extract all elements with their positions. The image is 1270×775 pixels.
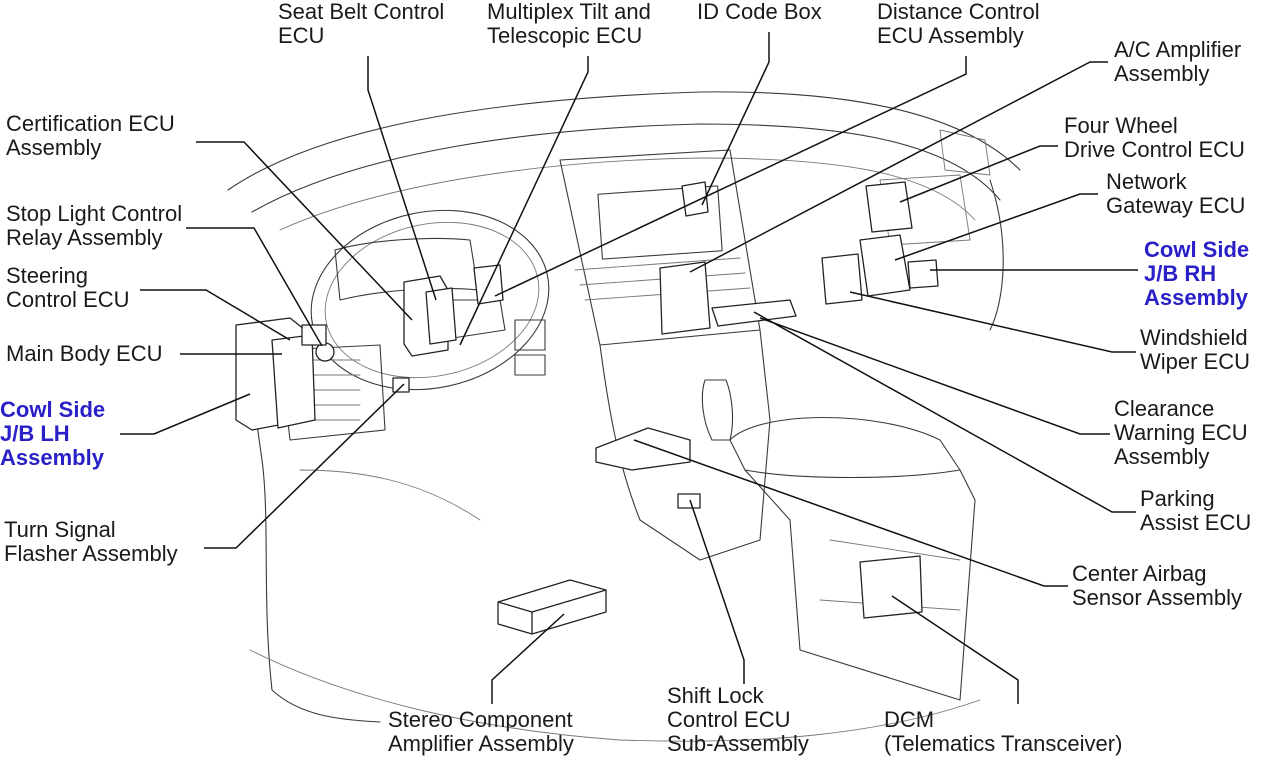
- leader-turn-signal: [204, 383, 405, 549]
- dash-top-inner: [251, 123, 1001, 213]
- label-parking-assist-ecu: Parking Assist ECU: [1140, 486, 1252, 535]
- shift-lever: [701, 379, 734, 441]
- center-vent-switches: [514, 319, 546, 376]
- rh-edge: [989, 179, 1004, 331]
- label-distance-control-ecu: Distance Control ECU Assembly: [877, 0, 1040, 48]
- label-four-wheel-drive-ecu: Four Wheel Drive Control ECU: [1064, 113, 1245, 162]
- label-center-airbag-sensor: Center Airbag Sensor Assembly: [1072, 561, 1242, 610]
- label-network-gateway-ecu: Network Gateway ECU: [1106, 169, 1246, 218]
- leader-dcm: [891, 595, 1019, 704]
- four-wheel-drive-ecu-component: [865, 181, 913, 233]
- rear-console: [744, 469, 976, 701]
- label-shift-lock-control-ecu: Shift Lock Control ECU Sub-Assembly: [667, 683, 809, 756]
- leader-stop-light: [186, 227, 323, 347]
- leader-cowl-lh: [120, 393, 251, 435]
- leader-id-code: [701, 32, 770, 206]
- label-clearance-warning-ecu: Clearance Warning ECU Assembly: [1114, 396, 1248, 469]
- leader-parking: [753, 311, 1136, 513]
- cowl-jb-rh-component: [907, 259, 939, 289]
- leader-center-airbag: [633, 439, 1068, 587]
- floor-line: [249, 649, 981, 742]
- steering-wheel-inner: [324, 221, 540, 379]
- label-stereo-component-amplifier: Stereo Component Amplifier Assembly: [388, 707, 574, 756]
- label-seat-belt-control-ecu: Seat Belt Control ECU: [278, 0, 445, 48]
- dash-pad: [279, 157, 976, 231]
- label-windshield-wiper-ecu: Windshield Wiper ECU: [1140, 325, 1251, 374]
- ac-amplifier-component: [659, 261, 711, 335]
- turn-signal-flasher-component: [392, 377, 410, 393]
- rh-side-vent: [939, 129, 991, 176]
- stereo-amplifier-edges: [497, 589, 607, 634]
- label-ac-amplifier: A/C Amplifier Assembly: [1114, 37, 1242, 86]
- main-body-ecu-component: [271, 334, 316, 429]
- label-dcm-telematics: DCM (Telematics Transceiver): [884, 707, 1123, 756]
- leader-stereo: [491, 613, 565, 704]
- label-cowl-side-jb-rh: Cowl Side J/B RH Assembly: [1144, 237, 1250, 310]
- stop-light-relay-component: [315, 342, 335, 362]
- leader-windshield: [849, 291, 1136, 353]
- leader-network-gw: [894, 193, 1098, 261]
- windshield-wiper-ecu-component: [821, 253, 863, 305]
- navigation-screen: [597, 185, 723, 260]
- dcm-component: [859, 555, 923, 619]
- label-turn-signal-flasher: Turn Signal Flasher Assembly: [4, 517, 178, 566]
- label-cowl-side-jb-lh: Cowl Side J/B LH Assembly: [0, 397, 106, 470]
- label-multiplex-tilt-telescopic-ecu: Multiplex Tilt and Telescopic ECU: [487, 0, 651, 48]
- label-certification-ecu: Certification ECU Assembly: [6, 111, 175, 160]
- floor-left: [299, 469, 481, 521]
- console-bracket-component: [711, 299, 797, 327]
- armrest: [729, 416, 961, 479]
- leader-certification: [196, 141, 413, 321]
- label-steering-control-ecu: Steering Control ECU: [6, 263, 130, 312]
- leader-steering: [140, 289, 291, 341]
- leader-ac-amp: [689, 61, 1108, 273]
- leader-seat-belt: [367, 56, 437, 301]
- label-id-code-box: ID Code Box: [697, 0, 822, 24]
- seat-belt-ecu-component: [425, 287, 457, 345]
- leader-clearance: [759, 317, 1110, 435]
- center-airbag-sensor-component: [595, 427, 691, 471]
- steering-control-ecu-component: [301, 324, 327, 346]
- leader-distance: [494, 56, 967, 297]
- dash-top-edge: [227, 91, 1021, 191]
- leader-shift-lock: [689, 499, 745, 684]
- label-main-body-ecu: Main Body ECU: [6, 341, 163, 366]
- label-stop-light-relay: Stop Light Control Relay Assembly: [6, 201, 183, 250]
- leader-four-wheel: [899, 145, 1058, 203]
- shift-lock-ecu-component: [677, 493, 701, 509]
- leader-tilt-tele: [459, 56, 589, 346]
- network-gateway-ecu-component: [859, 234, 911, 297]
